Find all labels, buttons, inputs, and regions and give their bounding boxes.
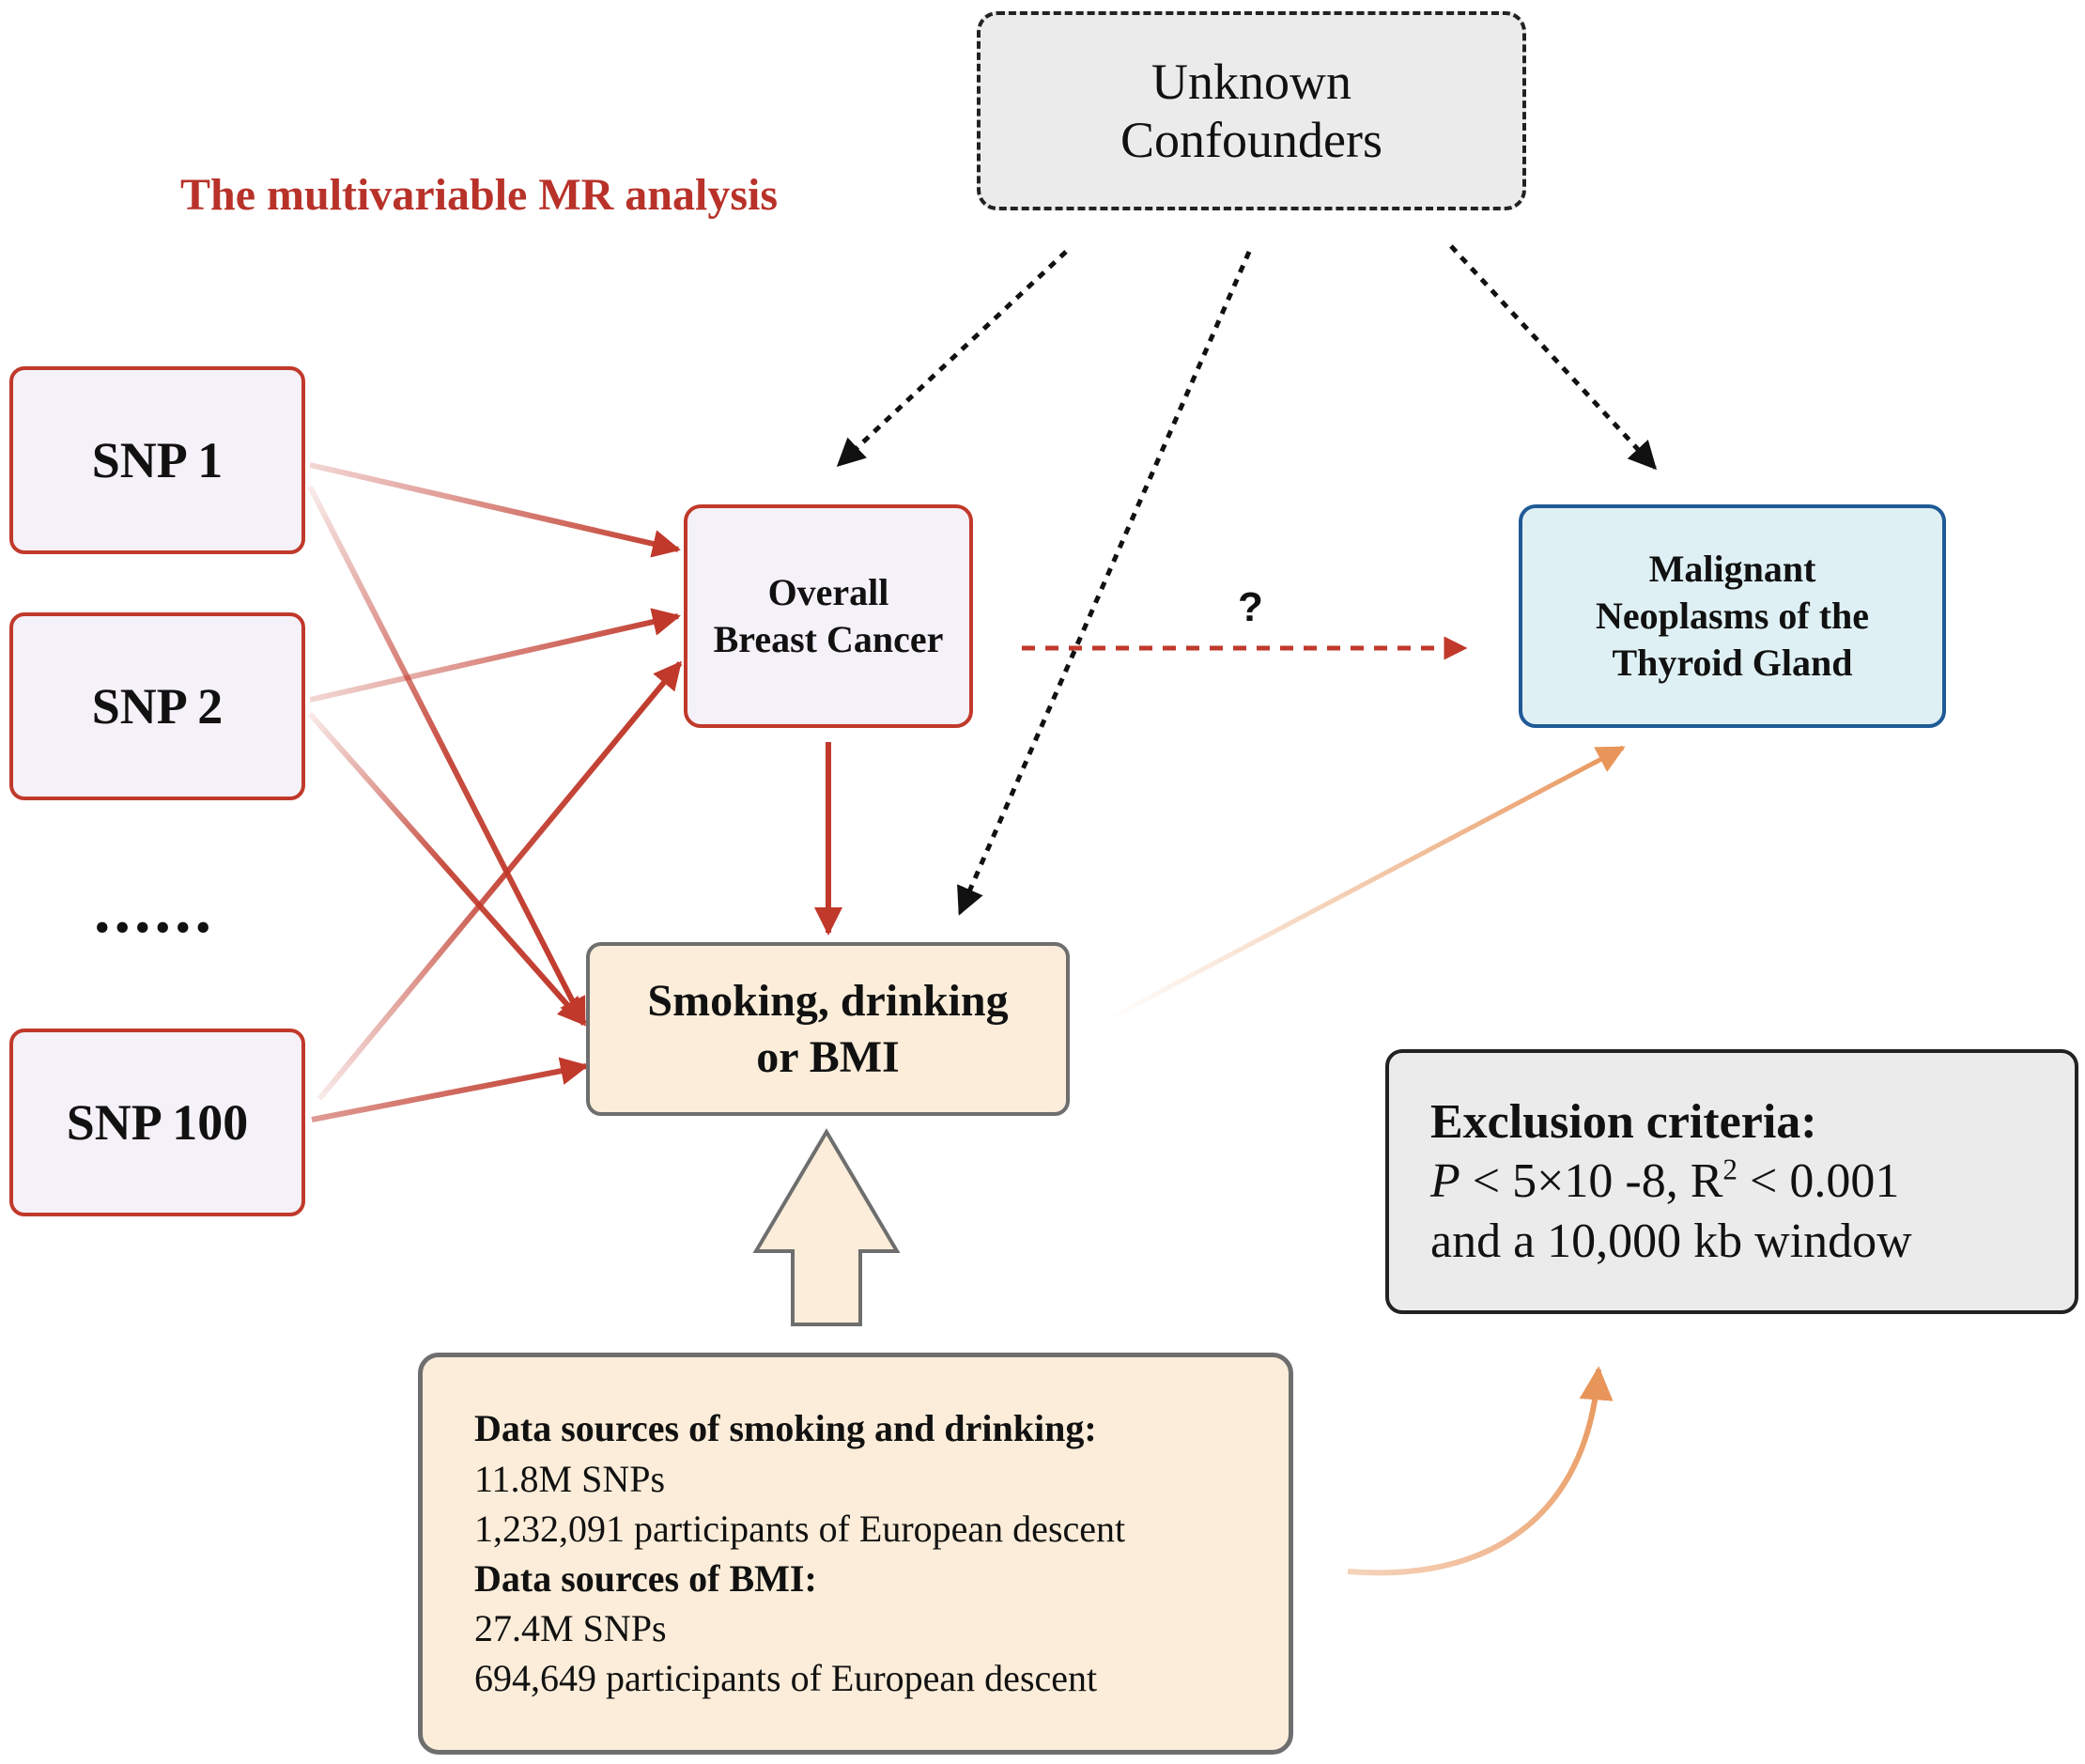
arrow-confounders-to-thyroid bbox=[1449, 244, 1658, 471]
snp-ellipsis: ...... bbox=[94, 874, 215, 947]
arrow-snp2-to-mediator bbox=[307, 712, 587, 1027]
arrow-snp2-to-breast-cancer bbox=[309, 608, 681, 703]
thyroid-cancer-box: Malignant Neoplasms of the Thyroid Gland bbox=[1519, 504, 1946, 728]
mediator-box: Smoking, drinking or BMI bbox=[586, 942, 1070, 1116]
data-sources-box: Data sources of smoking and drinking: 11… bbox=[418, 1353, 1293, 1755]
mediator-line1: Smoking, drinking bbox=[647, 975, 1009, 1026]
thyroid-line1: Malignant bbox=[1648, 548, 1816, 590]
snp-1-label: SNP 1 bbox=[91, 432, 224, 488]
p-symbol: P bbox=[1430, 1154, 1460, 1209]
r2-superscript: 2 bbox=[1722, 1153, 1738, 1186]
unknown-confounders-box: Unknown Confounders bbox=[977, 11, 1526, 210]
bmi-participants: 694,649 participants of European descent bbox=[474, 1657, 1098, 1700]
exclusion-line2: P < 5×10 -8, R2 < 0.001 bbox=[1430, 1152, 1912, 1211]
exclusion-criteria-box: Exclusion criteria: P < 5×10 -8, R2 < 0.… bbox=[1385, 1049, 2078, 1314]
big-up-arrow bbox=[752, 1128, 901, 1326]
bmi-data-heading: Data sources of BMI: bbox=[474, 1557, 817, 1600]
r2-threshold: < 0.001 bbox=[1738, 1154, 1900, 1209]
arrow-confounders-to-breast-cancer bbox=[836, 250, 1068, 468]
bmi-snps: 27.4M SNPs bbox=[474, 1607, 667, 1650]
thyroid-line2: Neoplasms of the bbox=[1595, 595, 1870, 637]
snp-1-box: SNP 1 bbox=[9, 366, 305, 554]
mediator-line2: or BMI bbox=[756, 1031, 900, 1082]
p-threshold: < 5×10 -8, R bbox=[1460, 1154, 1723, 1209]
arrow-snp100-to-breast-cancer bbox=[317, 660, 683, 1101]
arrow-snp1-to-breast-cancer bbox=[309, 462, 681, 558]
breast-cancer-line2: Breast Cancer bbox=[713, 618, 944, 660]
smoking-data-heading: Data sources of smoking and drinking: bbox=[474, 1407, 1097, 1450]
snp-100-box: SNP 100 bbox=[9, 1029, 305, 1216]
arrow-confounders-to-mediator bbox=[957, 250, 1252, 916]
snp-100-label: SNP 100 bbox=[66, 1094, 249, 1151]
arrow-mediator-to-thyroid bbox=[1106, 745, 1626, 1022]
breast-cancer-line1: Overall bbox=[767, 571, 889, 613]
causal-question-mark: ? bbox=[1238, 584, 1263, 630]
smoking-participants: 1,232,091 participants of European desce… bbox=[474, 1507, 1126, 1550]
breast-cancer-box: Overall Breast Cancer bbox=[684, 504, 973, 728]
arrow-data-to-exclusion bbox=[1347, 1366, 1614, 1576]
smoking-snps: 11.8M SNPs bbox=[474, 1457, 666, 1500]
confounders-line2: Confounders bbox=[1120, 112, 1382, 168]
confounders-line1: Unknown bbox=[1151, 53, 1351, 110]
exclusion-line3: and a 10,000 kb window bbox=[1430, 1214, 1912, 1268]
thyroid-line3: Thyroid Gland bbox=[1612, 642, 1853, 684]
arrow-snp1-to-mediator bbox=[307, 485, 587, 1027]
diagram-title: The multivariable MR analysis bbox=[180, 170, 779, 220]
snp-2-label: SNP 2 bbox=[91, 678, 224, 735]
arrow-snp100-to-mediator bbox=[311, 1057, 589, 1122]
snp-2-box: SNP 2 bbox=[9, 612, 305, 800]
exclusion-heading: Exclusion criteria: bbox=[1430, 1094, 1817, 1149]
